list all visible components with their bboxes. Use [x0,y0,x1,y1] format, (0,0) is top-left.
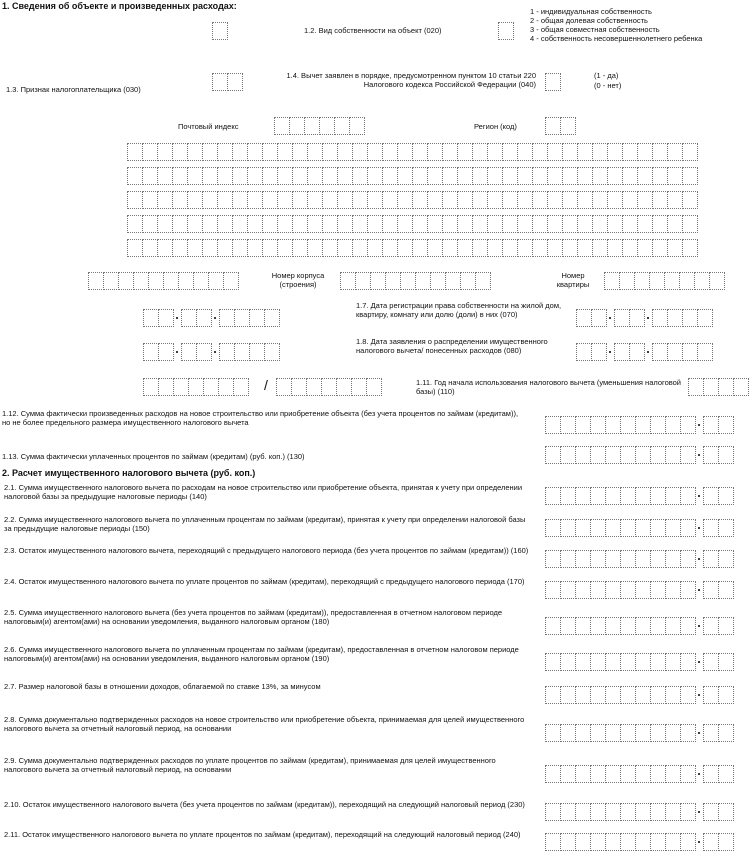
date-080-left[interactable] [143,343,280,361]
field-1-7-label: 1.7. Дата регистрации права собственност… [356,301,562,319]
building-field[interactable] [340,272,491,290]
ownership-option-3: 3 - общая совместная собственность [530,25,660,34]
postal-code-label: Почтовый индекс [178,122,239,131]
field-2-9-label: 2.9. Сумма документально подтвержденных … [4,756,496,774]
field-2-4-label: 2.4. Остаток имущественного налогового в… [4,577,525,586]
date-080-right[interactable] [576,343,713,361]
ownership-type-field[interactable] [212,22,228,40]
year-110-field[interactable] [688,378,749,396]
field-1-13-label: 1.13. Сумма фактически уплаченных процен… [2,452,305,461]
building-label: Номер корпуса (строения) [271,271,325,289]
ownership-option-4: 4 - собственность несовершеннолетнего ре… [530,34,703,43]
field-2-11-label: 2.11. Остаток имущественного налогового … [4,830,521,839]
apartment-label: Номер квартиры [556,271,590,289]
address-row-4[interactable] [127,215,698,233]
field-2-1-label: 2.1. Сумма имущественного налогового выч… [4,483,523,501]
amount-150-field[interactable] [545,519,734,537]
amount-160-field[interactable] [545,550,734,568]
amount-180-field[interactable] [545,617,734,635]
ownership-option-1: 1 - индивидуальная собственность [530,7,652,16]
ownership-option-2: 2 - общая долевая собственность [530,16,648,25]
field-1-12-label: 1.12. Сумма фактически произведенных рас… [2,409,519,427]
field-100-right[interactable] [276,378,382,396]
taxpayer-sign-field[interactable] [212,73,243,91]
address-row-1[interactable] [127,143,698,161]
amount-190-field[interactable] [545,653,734,671]
postal-code-field[interactable] [274,117,365,135]
amount-140-field[interactable] [545,487,734,505]
ownership-options: 1 - индивидуальная собственность 2 - общ… [530,7,750,43]
section1-title: 1. Сведения об объекте и произведенных р… [2,1,237,11]
amount-210-field[interactable] [545,724,734,742]
address-row-3[interactable] [127,191,698,209]
field-2-6-label: 2.6. Сумма имущественного налогового выч… [4,645,519,663]
amount-200-field[interactable] [545,686,734,704]
yes-option: (1 - да) [594,71,619,80]
date-070-left[interactable] [143,309,280,327]
field-1-11-label: 1.11. Год начала использования налоговог… [416,378,682,396]
field-100-left[interactable] [143,378,249,396]
apartment-field[interactable] [604,272,725,290]
house-number-field[interactable] [88,272,239,290]
fraction-slash: / [264,377,268,393]
field-1-4-label: 1.4. Вычет заявлен в порядке, предусмотр… [286,71,536,89]
address-row-2[interactable] [127,167,698,185]
field-2-8-label: 2.8. Сумма документально подтвержденных … [4,715,525,733]
section2-title: 2. Расчет имущественного налогового выче… [2,468,256,478]
amount-130-field[interactable] [545,446,734,464]
amount-230-field[interactable] [545,803,734,821]
field-2-2-label: 2.2. Сумма имущественного налогового выч… [4,515,526,533]
region-field[interactable] [545,117,576,135]
no-option: (0 - нет) [594,81,622,90]
field-2-5-label: 2.5. Сумма имущественного налогового выч… [4,608,503,626]
field-2-10-label: 2.10. Остаток имущественного налогового … [4,800,525,809]
field-1-8-label: 1.8. Дата заявления о распределении имущ… [356,337,548,355]
amount-240-field[interactable] [545,833,734,851]
ownership-code-field[interactable] [498,22,514,40]
region-label: Регион (код) [474,122,517,131]
address-row-5[interactable] [127,239,698,257]
amount-220-field[interactable] [545,765,734,783]
amount-170-field[interactable] [545,581,734,599]
field-1-2-label: 1.2. Вид собственности на объект (020) [304,26,442,35]
field-1-3-label: 1.3. Признак налогоплательщика (030) [6,85,141,94]
field-2-7-label: 2.7. Размер налоговой базы в отношении д… [4,682,321,691]
field-2-3-label: 2.3. Остаток имущественного налогового в… [4,546,529,555]
date-070-right[interactable] [576,309,713,327]
amount-120-field[interactable] [545,416,734,434]
deduction-order-field[interactable] [545,73,561,91]
